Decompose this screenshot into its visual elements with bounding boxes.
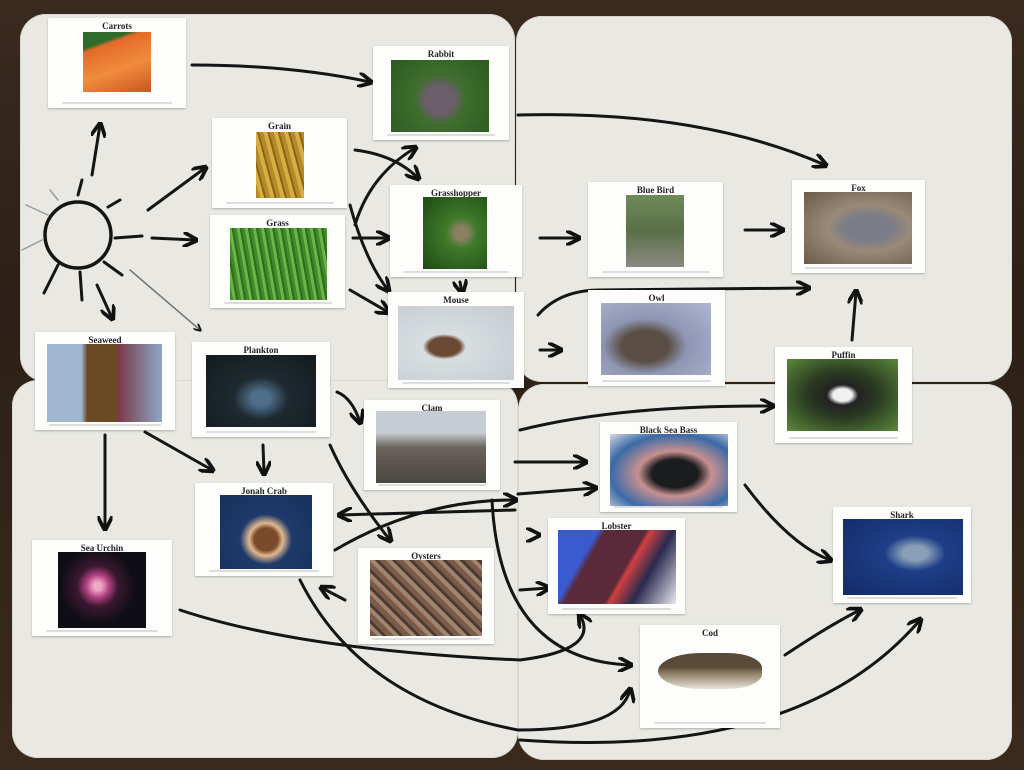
plankton-photo (206, 355, 316, 427)
card-shark[interactable]: Shark (833, 507, 971, 603)
rabbit-photo (391, 60, 489, 132)
card-oysters[interactable]: Oysters (358, 548, 494, 644)
seaweed-photo (47, 344, 162, 422)
card-title: Clam (421, 403, 443, 413)
grasshopper-photo (423, 197, 487, 269)
card-rabbit[interactable]: Rabbit (373, 46, 509, 140)
card-title: Rabbit (427, 49, 455, 59)
oysters-photo (370, 560, 482, 636)
card-lobster[interactable]: Lobster (548, 518, 685, 614)
card-jonah-crab[interactable]: Jonah Crab (195, 483, 333, 576)
card-title: Owl (648, 293, 665, 303)
card-seaweed[interactable]: Seaweed (35, 332, 175, 430)
puffin-photo (787, 359, 898, 431)
card-mouse[interactable]: Mouse (388, 292, 524, 388)
card-title: Sea Urchin (80, 543, 124, 553)
card-fox[interactable]: Fox (792, 180, 925, 273)
card-grasshopper[interactable]: Grasshopper (390, 185, 522, 277)
card-title: Fox (851, 183, 866, 193)
cod-photo (658, 653, 762, 689)
card-title: Oysters (411, 551, 441, 561)
card-title: Mouse (443, 295, 469, 305)
card-title: Shark (890, 510, 914, 520)
card-blue-bird[interactable]: Blue Bird (588, 182, 723, 277)
card-title: Grasshopper (430, 188, 481, 198)
owl-photo (601, 303, 711, 375)
card-title: Seaweed (88, 335, 122, 345)
mouse-photo (398, 306, 514, 380)
card-clam[interactable]: Clam (364, 400, 500, 490)
card-title: Cod (701, 628, 718, 638)
card-title: Jonah Crab (241, 486, 287, 496)
grass-photo (230, 228, 327, 300)
card-title: Plankton (243, 345, 279, 355)
card-cod[interactable]: Cod (640, 625, 780, 728)
card-owl[interactable]: Owl (588, 290, 725, 386)
card-plankton[interactable]: Plankton (192, 342, 330, 437)
card-grain[interactable]: Grain (212, 118, 347, 208)
card-title: Carrots (102, 21, 132, 31)
card-title: Puffin (831, 350, 856, 360)
card-title: Lobster (601, 521, 632, 531)
grain-photo (256, 132, 304, 198)
card-title: Blue Bird (636, 185, 675, 195)
black-sea-bass-photo (610, 434, 728, 506)
fox-photo (804, 192, 912, 264)
card-title: Grain (267, 121, 291, 131)
clam-photo (376, 411, 486, 483)
card-grass[interactable]: Grass (210, 215, 345, 308)
card-title: Black Sea Bass (639, 425, 698, 435)
blue-bird-photo (626, 195, 684, 267)
sea-urchin-photo (58, 552, 146, 628)
jonah-crab-photo (220, 495, 312, 569)
lobster-photo (558, 530, 676, 604)
shark-photo (843, 519, 963, 595)
carrots-photo (83, 32, 151, 92)
card-title: Grass (266, 218, 289, 228)
card-puffin[interactable]: Puffin (775, 347, 912, 443)
card-sea-urchin[interactable]: Sea Urchin (32, 540, 172, 636)
card-carrots[interactable]: Carrots (48, 18, 186, 108)
card-black-sea-bass[interactable]: Black Sea Bass (600, 422, 737, 512)
